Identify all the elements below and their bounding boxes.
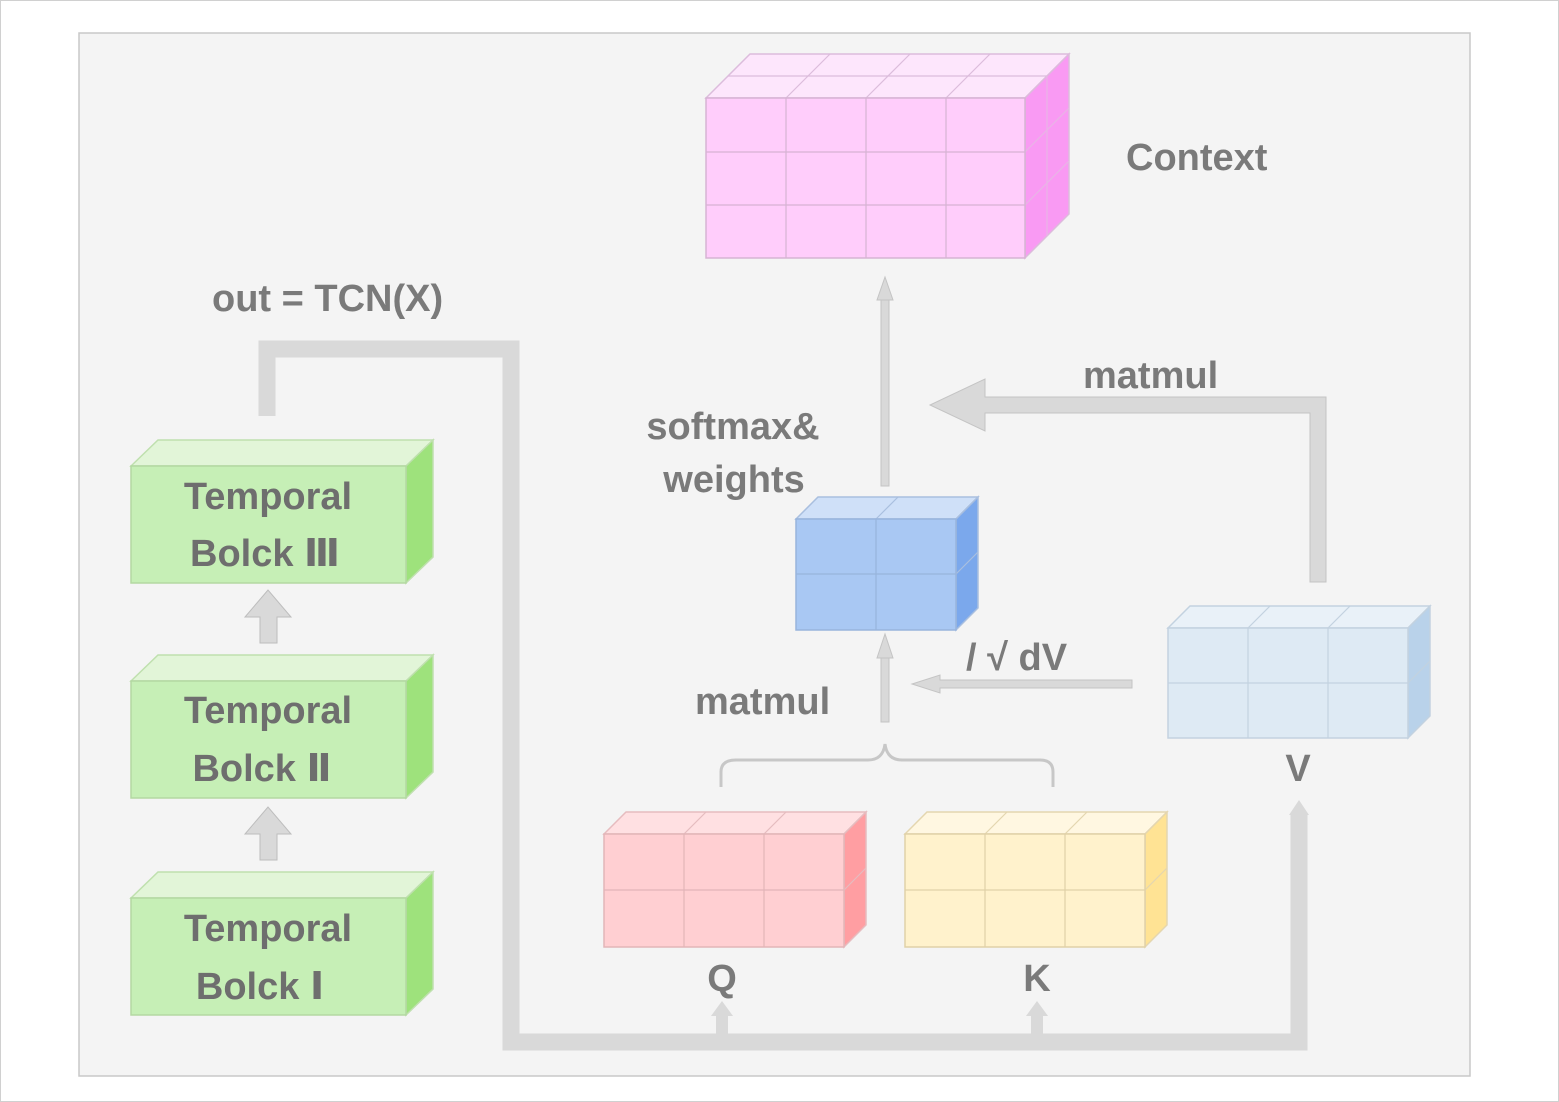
block-3-line2: Bolck Ⅲ bbox=[190, 533, 340, 575]
matmul-top-label: matmul bbox=[1083, 355, 1218, 397]
v-top-face bbox=[1166, 605, 1432, 629]
matmul-v-arrow bbox=[928, 378, 1327, 583]
q-input-stem bbox=[716, 1016, 728, 1038]
up-arrow-1-to-2 bbox=[243, 806, 293, 861]
tcn-formula: out = TCN(X) bbox=[212, 278, 443, 320]
block-1-line1: Temporal bbox=[184, 908, 352, 950]
block-1-front-face bbox=[130, 897, 407, 1016]
block-3-front-face bbox=[130, 465, 407, 584]
block-2-front-face bbox=[130, 680, 407, 799]
block-1-top-face bbox=[129, 871, 435, 899]
block-2-line1: Temporal bbox=[184, 690, 352, 732]
k-label: K bbox=[1023, 958, 1051, 1000]
scale-label: / √ dV bbox=[966, 637, 1068, 679]
weights-to-context-arrowhead bbox=[876, 275, 894, 301]
tcn-output-pipe bbox=[258, 340, 1308, 1051]
block-3-line1: Temporal bbox=[184, 476, 352, 518]
q-top-face bbox=[602, 811, 868, 835]
q-input-arrowhead bbox=[711, 1001, 733, 1016]
v-input-arrowhead bbox=[1289, 800, 1309, 815]
qk-to-weights-arrowhead bbox=[876, 632, 894, 659]
k-input-arrowhead bbox=[1026, 1001, 1048, 1016]
block-2-top-face bbox=[129, 654, 435, 682]
block-1-line2: Bolck Ⅰ bbox=[196, 966, 324, 1008]
scale-arrow bbox=[910, 674, 1133, 694]
block-2-line2: Bolck Ⅱ bbox=[192, 748, 331, 790]
k-input-stem bbox=[1031, 1016, 1043, 1038]
block-1-side-face bbox=[405, 870, 434, 1017]
temporal-block-2: Temporal Bolck Ⅱ bbox=[129, 653, 435, 800]
up-arrow-2-to-3 bbox=[243, 589, 293, 644]
v-tensor bbox=[1166, 604, 1432, 740]
context-tensor bbox=[704, 52, 1071, 260]
weights-tensor bbox=[794, 495, 980, 632]
block-3-side-face bbox=[405, 438, 434, 585]
k-top-face bbox=[903, 811, 1169, 835]
k-tensor bbox=[903, 810, 1169, 949]
block-2-side-face bbox=[405, 653, 434, 800]
context-label: Context bbox=[1126, 137, 1268, 179]
matmul-bottom-label: matmul bbox=[695, 681, 830, 723]
q-label: Q bbox=[707, 958, 737, 1000]
temporal-block-1: Temporal Bolck Ⅰ bbox=[129, 870, 435, 1017]
weights-to-context-shaft bbox=[880, 297, 890, 487]
qk-brace bbox=[719, 743, 1055, 787]
q-tensor bbox=[602, 810, 868, 949]
v-label: V bbox=[1285, 748, 1311, 790]
softmax-label-line1: softmax& bbox=[646, 406, 819, 448]
softmax-label-line2: weights bbox=[662, 459, 804, 501]
block-3-top-face bbox=[129, 439, 435, 467]
qk-to-weights-shaft bbox=[880, 655, 890, 723]
temporal-block-3: Temporal Bolck Ⅲ bbox=[129, 438, 435, 585]
